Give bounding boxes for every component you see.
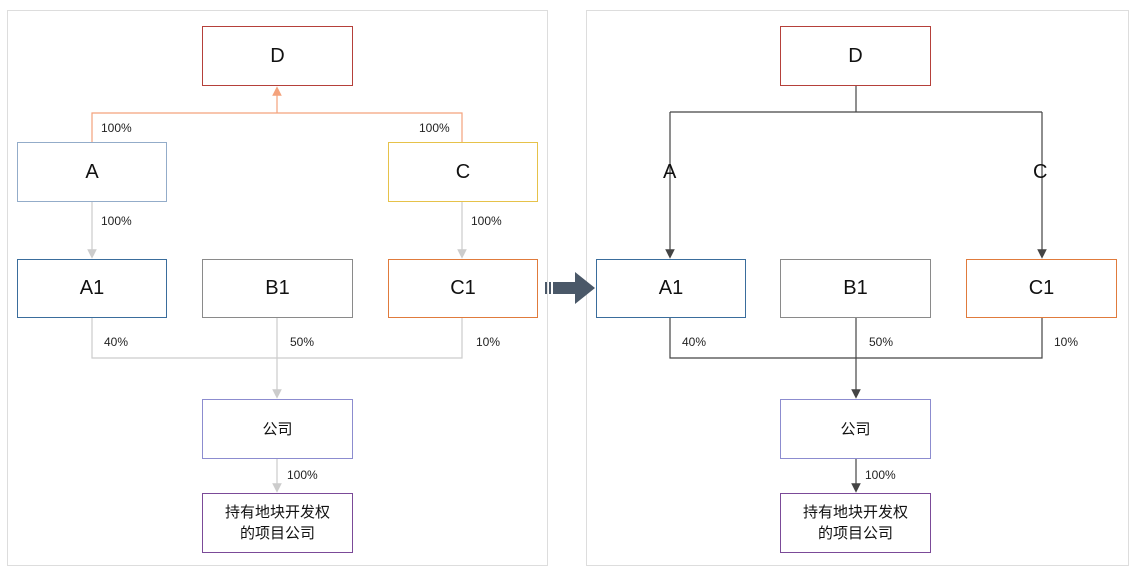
right-pct-company-project: 100%	[865, 468, 896, 482]
left-pct-b1: 50%	[290, 335, 315, 349]
left-node-c: C	[388, 142, 538, 202]
right-pct-b1: 50%	[869, 335, 894, 349]
right-project-line2: 的项目公司	[817, 525, 893, 542]
left-node-b1: B1	[202, 259, 353, 318]
right-node-company: 公司	[780, 399, 931, 459]
right-bottom-connectors	[669, 317, 1043, 493]
right-pct-c1: 10%	[1054, 335, 1079, 349]
left-node-company: 公司	[202, 399, 353, 459]
left-pct-c1: 10%	[476, 335, 501, 349]
right-node-b1: B1	[780, 259, 931, 318]
left-pct-a1: 40%	[104, 335, 129, 349]
right-top-connectors	[665, 86, 1047, 259]
left-project-line2: 的项目公司	[239, 525, 315, 542]
right-label-c: C	[1033, 161, 1048, 183]
left-node-d: D	[202, 26, 353, 86]
left-bottom-connectors	[91, 317, 463, 493]
transition-arrow-icon	[545, 272, 595, 304]
left-node-c1: C1	[388, 259, 538, 318]
left-top-connectors	[91, 86, 463, 142]
right-project-line1: 持有地块开发权	[802, 504, 908, 521]
right-node-d: D	[780, 26, 931, 86]
left-pct-c-c1: 100%	[471, 214, 502, 228]
left-pct-a-a1: 100%	[101, 214, 132, 228]
left-project-line1: 持有地块开发权	[224, 504, 330, 521]
right-node-project-company: 持有地块开发权 的项目公司	[780, 493, 931, 553]
left-mid-connectors	[87, 201, 467, 259]
left-pct-c-d: 100%	[419, 121, 450, 135]
right-pct-a1: 40%	[682, 335, 707, 349]
left-node-a1: A1	[17, 259, 167, 318]
right-node-a1: A1	[596, 259, 746, 318]
left-node-a: A	[17, 142, 167, 202]
left-pct-a-d: 100%	[101, 121, 132, 135]
left-pct-company-project: 100%	[287, 468, 318, 482]
right-label-a: A	[663, 161, 677, 183]
right-node-c1: C1	[966, 259, 1117, 318]
left-node-project-company: 持有地块开发权 的项目公司	[202, 493, 353, 553]
